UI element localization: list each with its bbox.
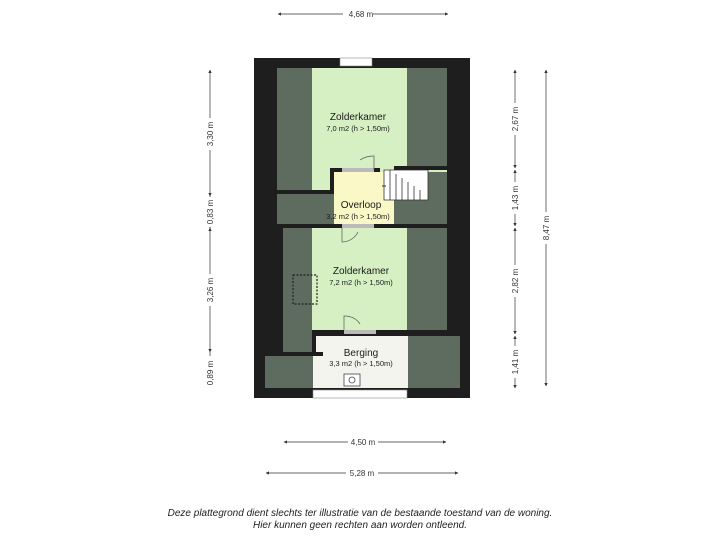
sloped-zone-edge-left: [263, 68, 277, 398]
dim-bottom-inner: 4,50 m: [283, 436, 447, 448]
window-bottom: [312, 389, 408, 399]
dim-right-3-label: 2,82 m: [511, 268, 520, 293]
dim-right-4-label: 1,41 m: [511, 349, 520, 374]
dim-left: 3,30 m 0,83 m 3,26 m 0,89 m: [203, 69, 217, 390]
dim-left-2-label: 0,83 m: [206, 199, 215, 224]
roof-hatch: [292, 274, 318, 305]
room-overloop-area: 3,2 m2 (h > 1,50m): [326, 212, 390, 221]
room-zolderkamer-mid-area: 7,2 m2 (h > 1,50m): [329, 278, 393, 287]
dim-right-2-label: 1,43 m: [511, 185, 520, 210]
berging-side-left: [265, 354, 313, 388]
dim-left-1-label: 3,30 m: [206, 121, 215, 146]
room-zolderkamer-mid-name: Zolderkamer: [333, 266, 390, 277]
dim-top-label: 4,68 m: [349, 10, 374, 19]
overloop-side-left: [277, 194, 334, 224]
room-berging: [313, 336, 408, 388]
room-berging-name: Berging: [344, 348, 378, 359]
sloped-zone-edge-right: [447, 68, 461, 336]
room-berging-area: 3,3 m2 (h > 1,50m): [329, 359, 393, 368]
room-zolderkamer-top-name: Zolderkamer: [330, 112, 387, 123]
staircase: [382, 169, 429, 201]
dim-bottom-outer: 5,28 m: [265, 467, 459, 479]
sloped-zone-mid-left: [283, 228, 312, 352]
dim-right-1-label: 2,67 m: [511, 106, 520, 131]
door-overloop-bottom: [341, 224, 374, 243]
disclaimer-line-2: Hier kunnen geen rechten aan worden ontl…: [252, 520, 468, 531]
dim-right-total-label: 8,47 m: [542, 215, 551, 240]
disclaimer-line-1: Deze plattegrond dient slechts ter illus…: [167, 508, 553, 519]
berging-side-right: [408, 336, 460, 388]
dim-top: 4,68 m: [277, 8, 449, 20]
dim-right: 2,67 m 1,43 m 2,82 m 1,41 m: [508, 69, 522, 389]
door-overloop-top: [342, 155, 375, 172]
dim-right-total: 8,47 m: [539, 69, 553, 387]
sloped-zone-mid-right: [407, 228, 447, 334]
room-overloop-name: Overloop: [341, 200, 382, 211]
window-top: [339, 57, 373, 67]
sloped-zone-top-right: [407, 68, 447, 168]
room-zolderkamer-top-area: 7,0 m2 (h > 1,50m): [326, 124, 390, 133]
dim-left-4-label: 0,89 m: [206, 360, 215, 385]
sloped-zone-top-left: [277, 68, 312, 192]
door-berging: [343, 315, 376, 334]
dim-bottom-inner-label: 4,50 m: [351, 438, 376, 447]
boiler-icon: [343, 373, 361, 387]
dim-bottom-outer-label: 5,28 m: [350, 469, 375, 478]
dim-left-3-label: 3,26 m: [206, 277, 215, 302]
